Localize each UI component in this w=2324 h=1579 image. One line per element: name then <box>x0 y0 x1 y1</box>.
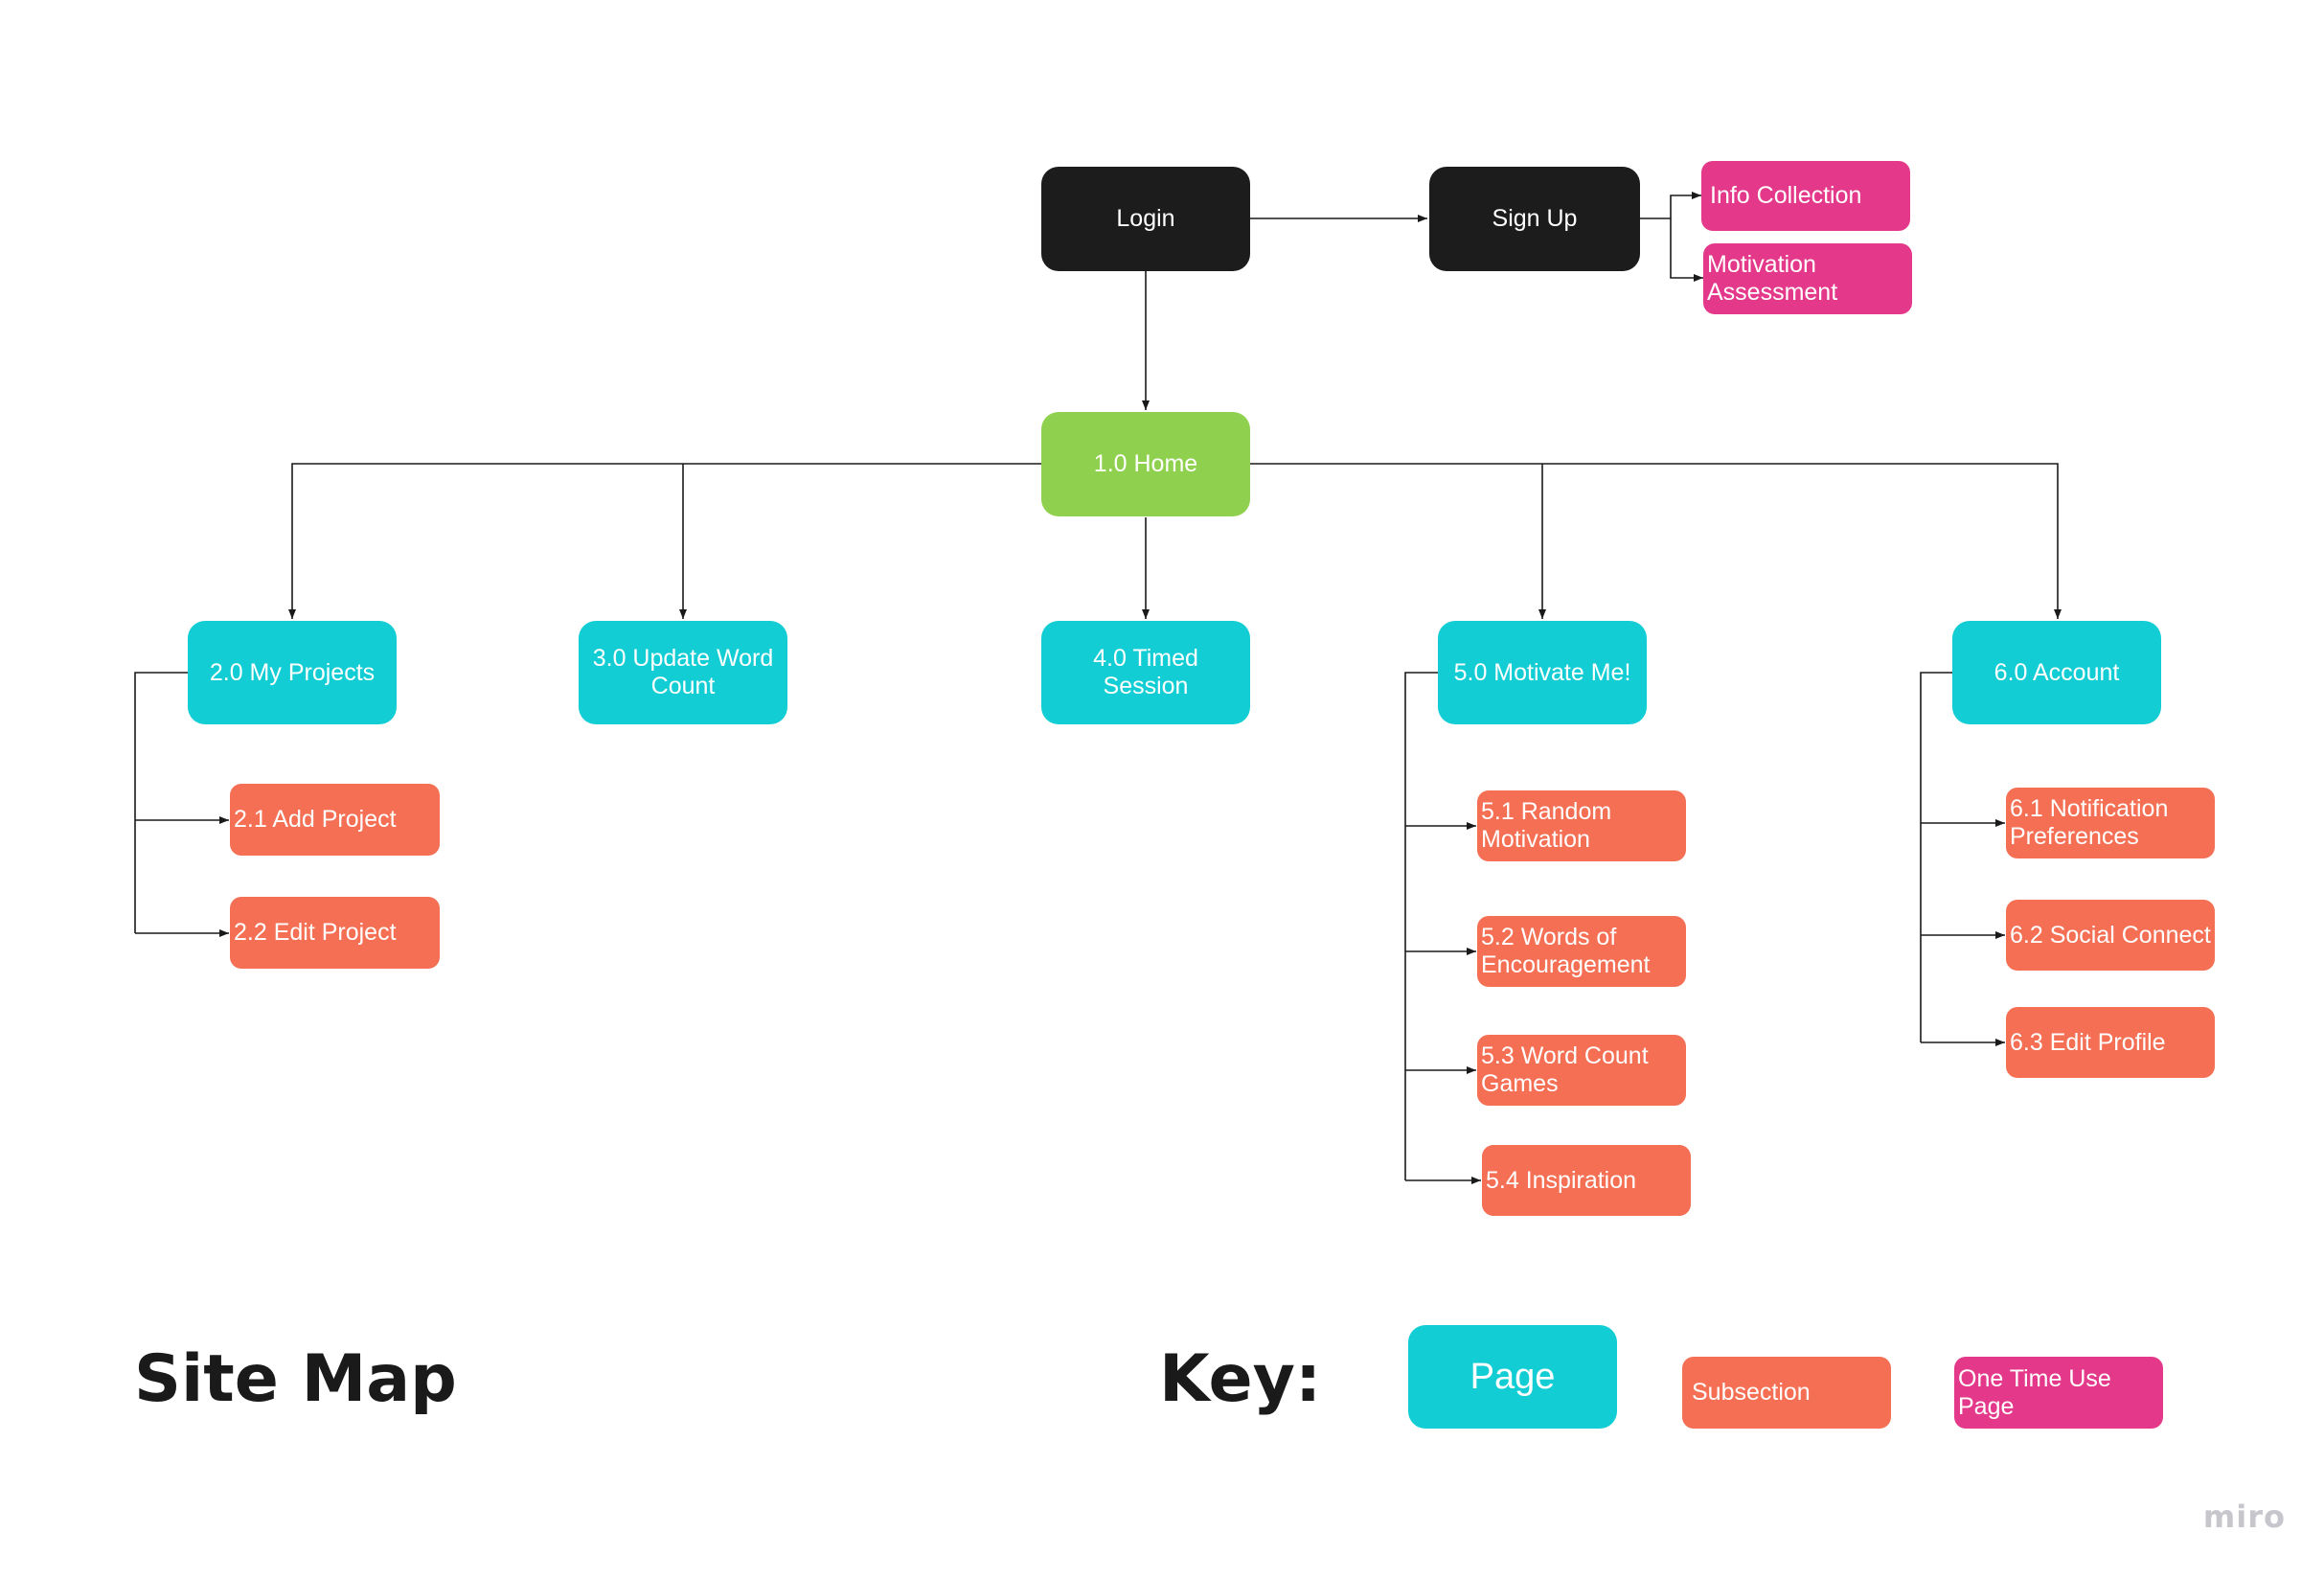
motivation-assessment-node[interactable]: Motivation Assessment <box>1703 243 1912 314</box>
key-page-label: Page <box>1470 1357 1556 1397</box>
signup-label: Sign Up <box>1492 205 1578 232</box>
random-motivation-label: 5.1 Random Motivation <box>1481 798 1612 853</box>
notification-preferences-label: 6.1 Notification Preferences <box>2010 795 2169 850</box>
key-page-swatch: Page <box>1408 1325 1617 1429</box>
motivation-assessment-label: Motivation Assessment <box>1707 251 1838 306</box>
motivate-me-label: 5.0 Motivate Me! <box>1453 658 1631 686</box>
info-collection-node[interactable]: Info Collection <box>1701 161 1910 231</box>
update-word-count-node[interactable]: 3.0 Update Word Count <box>579 621 787 724</box>
word-count-games-node[interactable]: 5.3 Word Count Games <box>1477 1035 1686 1106</box>
connector-account-sub <box>1920 672 1952 1042</box>
connector-projects-sub <box>134 672 188 933</box>
connector-home-motivate <box>1250 463 2062 619</box>
signup-node[interactable]: Sign Up <box>1429 167 1640 271</box>
key-one-time-label: One Time Use Page <box>1958 1364 2111 1420</box>
edit-profile-label: 6.3 Edit Profile <box>2010 1028 2166 1056</box>
my-projects-node[interactable]: 2.0 My Projects <box>188 621 397 724</box>
word-count-games-label: 5.3 Word Count Games <box>1481 1042 1649 1097</box>
page-title: Site Map <box>134 1341 457 1417</box>
connector-motivate-sub <box>1404 672 1438 1180</box>
connector-home-projects <box>288 463 1041 619</box>
account-label: 6.0 Account <box>1994 658 2120 686</box>
home-node[interactable]: 1.0 Home <box>1041 412 1250 516</box>
login-label: Login <box>1116 205 1175 232</box>
key-subsection-label: Subsection <box>1692 1379 1811 1406</box>
login-node[interactable]: Login <box>1041 167 1250 271</box>
account-node[interactable]: 6.0 Account <box>1952 621 2161 724</box>
home-label: 1.0 Home <box>1093 450 1198 477</box>
update-word-count-label: 3.0 Update Word Count <box>592 645 774 699</box>
notification-preferences-node[interactable]: 6.1 Notification Preferences <box>2006 788 2215 858</box>
timed-session-label: 4.0 Timed Session <box>1093 645 1198 699</box>
key-heading: Key: <box>1159 1341 1322 1417</box>
key-subsection-swatch: Subsection <box>1682 1357 1891 1429</box>
inspiration-node[interactable]: 5.4 Inspiration <box>1482 1145 1691 1216</box>
edit-profile-node[interactable]: 6.3 Edit Profile <box>2006 1007 2215 1078</box>
connector-signup-info <box>1640 192 1701 219</box>
key-one-time-swatch: One Time Use Page <box>1954 1357 2163 1429</box>
edit-project-node[interactable]: 2.2 Edit Project <box>230 897 440 969</box>
add-project-node[interactable]: 2.1 Add Project <box>230 784 440 856</box>
miro-watermark: miro <box>2202 1499 2286 1535</box>
random-motivation-node[interactable]: 5.1 Random Motivation <box>1477 790 1686 861</box>
connector-signup-motivation <box>1670 218 1703 282</box>
words-of-encouragement-label: 5.2 Words of Encouragement <box>1481 924 1651 978</box>
inspiration-label: 5.4 Inspiration <box>1486 1166 1637 1194</box>
words-of-encouragement-node[interactable]: 5.2 Words of Encouragement <box>1477 916 1686 987</box>
motivate-me-node[interactable]: 5.0 Motivate Me! <box>1438 621 1647 724</box>
social-connect-label: 6.2 Social Connect <box>2010 921 2211 949</box>
social-connect-node[interactable]: 6.2 Social Connect <box>2006 900 2215 971</box>
edit-project-label: 2.2 Edit Project <box>234 919 397 946</box>
timed-session-node[interactable]: 4.0 Timed Session <box>1041 621 1250 724</box>
info-collection-label: Info Collection <box>1710 182 1862 209</box>
my-projects-label: 2.0 My Projects <box>209 658 376 686</box>
add-project-label: 2.1 Add Project <box>234 806 397 833</box>
